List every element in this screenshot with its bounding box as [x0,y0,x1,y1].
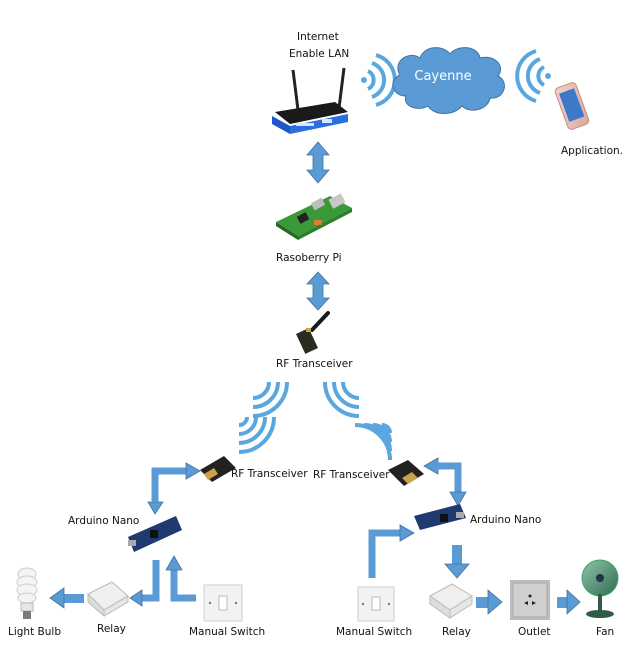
application-label: Application. [561,145,624,157]
arrow [444,545,470,579]
arduino-icon [128,516,182,552]
arduino-icon [414,504,466,530]
wall-switch-icon [357,586,395,622]
arduino-nano-right-label: Arduino Nano [470,514,542,526]
manual-switch-right-label: Manual Switch [336,626,413,638]
relay-icon [429,583,473,619]
wifi-signal-icon [238,381,289,454]
fan-icon [581,559,619,618]
rf-module-icon [200,456,236,482]
arrow [49,587,84,609]
router-icon [272,67,348,134]
enable-lan-label: Enable LAN [289,48,350,60]
wifi-signal-icon [361,53,397,107]
rf-module-icon [388,460,424,486]
light-bulb-icon [16,567,38,619]
cloud-icon: Cayenne [392,47,505,114]
smartphone-icon [554,82,590,130]
wifi-signal-icon [323,381,392,461]
fan-label: Fan [596,626,615,638]
rf-transceiver-right-label: RF Transceiver [313,469,390,481]
internet-label: Internet [297,31,339,43]
bidirectional-arrow [423,457,467,507]
arrow [557,589,581,615]
wifi-signal-icon [515,49,551,103]
relay-left-label: Relay [97,623,126,635]
raspberry-pi-icon [276,193,352,240]
bidirectional-arrow [306,271,330,311]
arrow [165,555,196,602]
relay-icon [87,581,129,618]
arrow [368,524,415,578]
rf-transceiver-main-label: RF Transceiver [276,358,353,370]
relay-right-label: Relay [442,626,471,638]
arrow [129,560,160,607]
cloud-label: Cayenne [414,69,471,84]
raspberry-pi-label: Rasoberry Pi [276,252,342,264]
arrow [476,589,503,615]
light-bulb-label: Light Bulb [8,626,61,638]
arduino-nano-left-label: Arduino Nano [68,515,140,527]
bidirectional-arrow [147,462,201,515]
wall-switch-icon [203,584,243,622]
manual-switch-left-label: Manual Switch [189,626,266,638]
bidirectional-arrow [306,141,330,184]
outlet-icon [510,580,550,620]
rf-module-icon [296,311,330,354]
outlet-label: Outlet [518,626,551,638]
rf-transceiver-left-label: RF Transceiver [231,468,308,480]
